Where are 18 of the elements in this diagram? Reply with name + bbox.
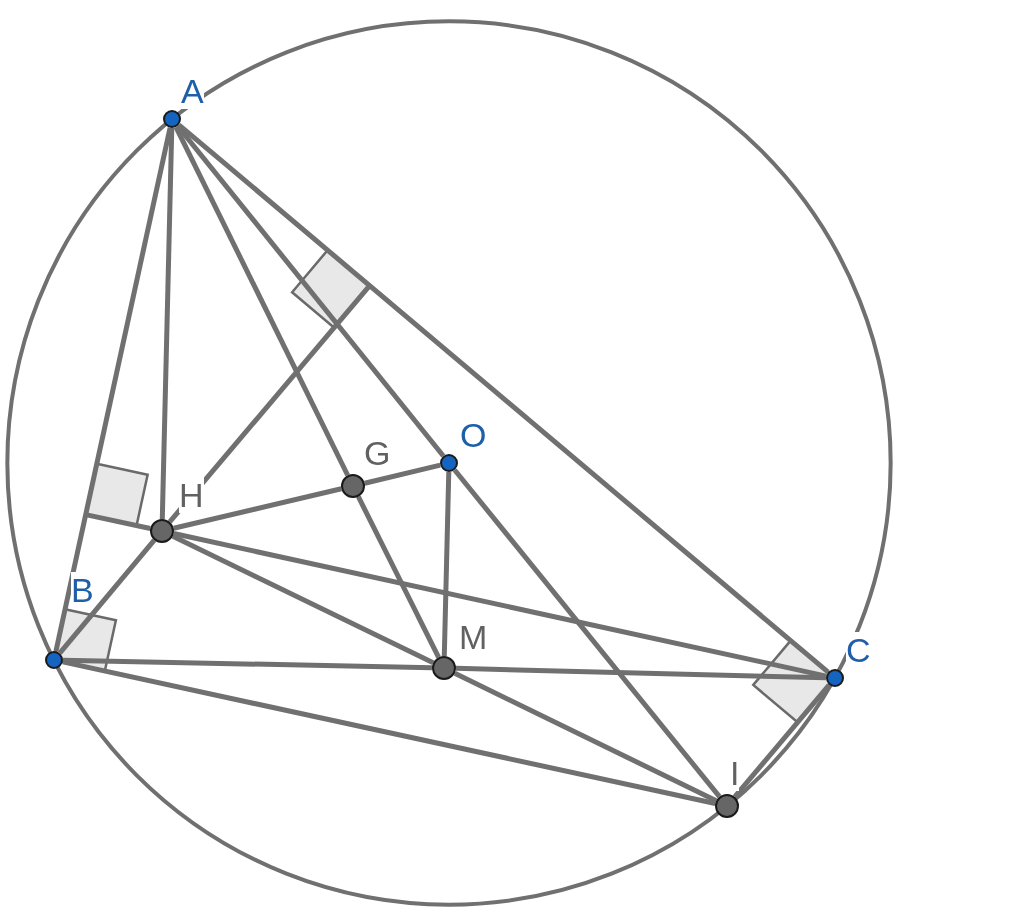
point-label: H [179,477,204,513]
line-segment [441,471,452,657]
line-segment [732,683,832,799]
line-segment [452,468,722,799]
line-segment [364,462,441,486]
line-segment [177,122,830,675]
line-segment [171,534,435,665]
line-segment [167,284,372,524]
line-segment [57,538,157,655]
line-segment [62,657,433,671]
line-segment [453,671,718,803]
line-segment [85,512,151,531]
line-segment [173,486,342,531]
line-segment [159,127,175,520]
line-segment [173,125,350,477]
line-segment [173,531,827,679]
line-segment [455,665,827,681]
line-segment [356,495,441,659]
